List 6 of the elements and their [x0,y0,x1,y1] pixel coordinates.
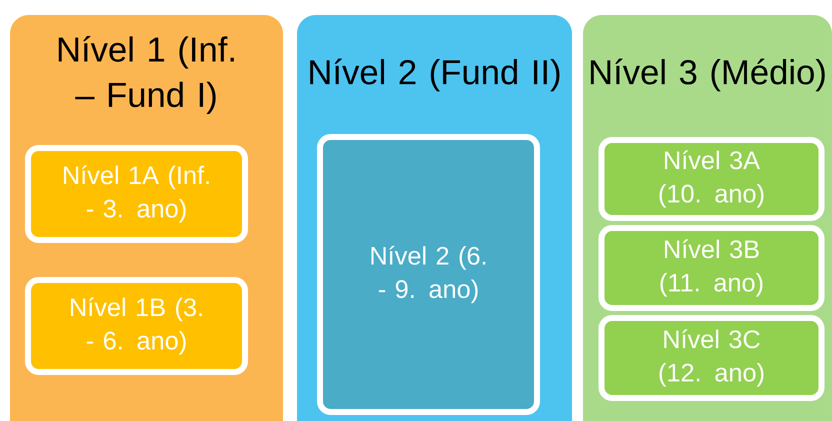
level-box: Nível 1A (Inf. - 3. ano) [25,145,248,243]
level-box: Nível 3C (12. ano) [598,315,824,401]
level-box: Nível 2 (6. - 9. ano) [317,134,540,415]
level-box: Nível 1B (3. - 6. ano) [25,277,248,375]
level-box: Nível 3A (10. ano) [598,137,824,221]
level-box: Nível 3B (11. ano) [598,225,824,311]
